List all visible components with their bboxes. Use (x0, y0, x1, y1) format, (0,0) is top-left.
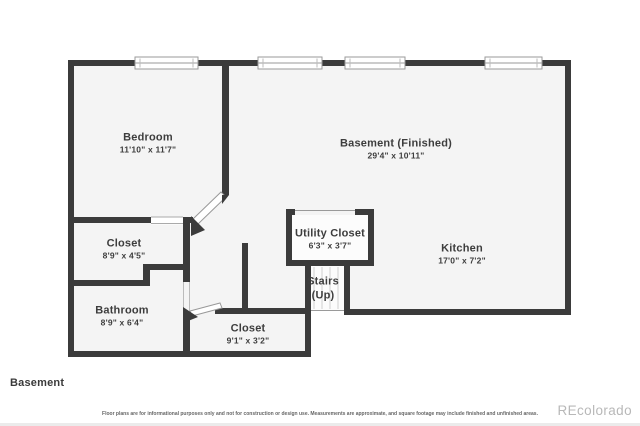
room-dims: 11'10" x 11'7" (119, 144, 177, 155)
room-label-bedroom: Bedroom 11'10" x 11'7" (120, 130, 177, 155)
bedroom-door-jamb (222, 195, 229, 204)
floor-area (68, 60, 571, 357)
room-name: Closet (230, 322, 266, 335)
window-glyph-3 (344, 56, 406, 70)
closet-door-hinge (183, 307, 198, 323)
bedroom-door-hinge (191, 216, 205, 236)
room-dims: 29'4" x 10'11" (367, 150, 425, 161)
window-glyph-1 (134, 56, 199, 70)
floor-title: Basement (10, 377, 65, 389)
room-label-stairs: Stairs (Up) (307, 275, 339, 304)
room-name: Bedroom (123, 131, 173, 144)
stair-treads (313, 267, 339, 309)
room-name: Utility Closet (294, 227, 366, 240)
room-dims: 8'9" x 6'4" (100, 317, 144, 328)
room-name: Bathroom (95, 304, 149, 317)
opening-lines (183, 210, 355, 312)
room-label-basement: Basement (Finished) 29'4" x 10'11" (340, 136, 452, 161)
room-dims: 6'3" x 3'7" (308, 240, 352, 251)
interior-opening (151, 216, 183, 225)
room-name: Kitchen (441, 242, 483, 255)
watermark-recolorado: REcolorado (557, 403, 632, 418)
room-dims: 8'9" x 4'5" (102, 250, 146, 261)
window-glyph-2 (257, 56, 323, 70)
windows (134, 56, 543, 225)
room-dims: (Up) (311, 290, 335, 302)
bottom-strip (0, 423, 640, 426)
room-label-closet-upper: Closet 8'9" x 4'5" (103, 236, 146, 261)
room-name: Basement (Finished) (340, 137, 452, 150)
room-name: Closet (106, 237, 142, 250)
room-name: Stairs (307, 275, 339, 288)
disclaimer-text: Floor plans are for informational purpos… (102, 411, 538, 417)
doors (183, 191, 229, 323)
room-dims: 9'1" x 3'2" (226, 335, 270, 346)
room-label-bathroom: Bathroom 8'9" x 6'4" (95, 303, 149, 328)
room-label-kitchen: Kitchen 17'0" x 7'2" (438, 241, 486, 266)
room-dims: 17'0" x 7'2" (438, 255, 486, 266)
room-label-closet-lower: Closet 9'1" x 3'2" (227, 321, 270, 346)
room-label-utility-closet: Utility Closet 6'3" x 3'7" (295, 226, 365, 251)
window-glyph-4 (484, 56, 543, 70)
